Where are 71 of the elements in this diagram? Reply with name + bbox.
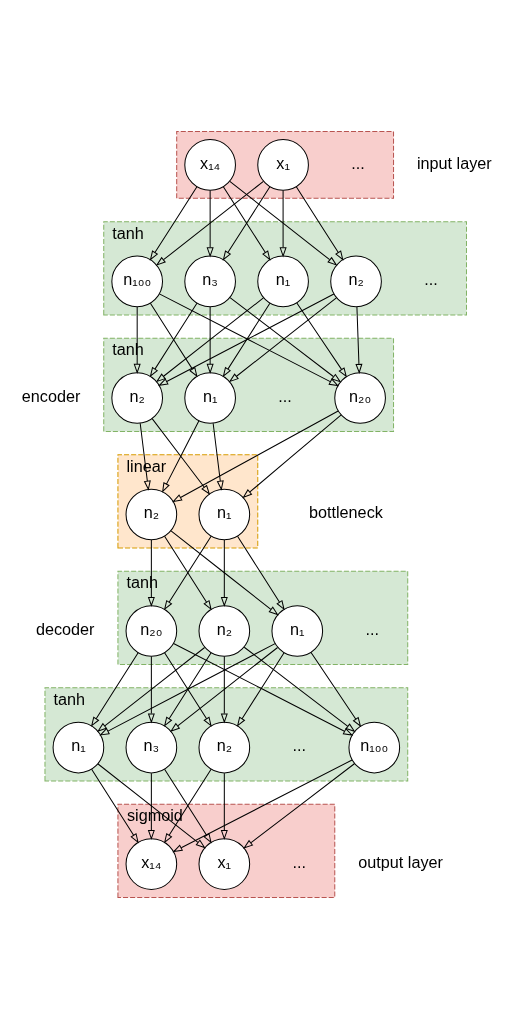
arrow <box>236 651 285 727</box>
arrow <box>279 189 287 257</box>
arrow <box>220 772 228 840</box>
arrow <box>90 651 139 727</box>
node-circle: x₁₄ <box>183 138 236 191</box>
arrow <box>170 529 279 615</box>
arrow <box>163 768 212 843</box>
arrow <box>163 651 212 727</box>
arrow <box>155 296 264 382</box>
arrow <box>295 301 347 378</box>
label: ... <box>365 619 379 638</box>
arrow <box>98 642 276 736</box>
arrow <box>161 419 199 493</box>
arrow <box>147 539 155 607</box>
label: ... <box>292 852 306 871</box>
arrow <box>151 417 210 495</box>
arrow <box>220 655 228 724</box>
arrow <box>222 302 270 377</box>
node-circle: n₁ <box>183 371 236 424</box>
label: input layer <box>416 153 492 172</box>
arrow <box>236 535 285 610</box>
label: ... <box>350 153 365 172</box>
cluster <box>175 130 394 199</box>
arrow <box>147 772 155 840</box>
node-circle: n₁₀₀ <box>347 721 400 773</box>
label: ... <box>277 386 292 405</box>
node-circle: n₂ <box>198 721 250 773</box>
node-circle: n₁ <box>52 721 104 773</box>
arrow <box>96 646 205 732</box>
arrow <box>97 763 206 848</box>
arrow <box>139 422 151 491</box>
label: decoder <box>35 619 95 638</box>
node-circle: n₂ <box>110 371 163 424</box>
label: ... <box>423 269 438 288</box>
node-circle: n₃ <box>125 721 177 773</box>
arrow <box>171 410 339 502</box>
arrow <box>295 185 343 261</box>
arrow <box>133 306 141 374</box>
arrow <box>310 651 361 727</box>
node-circle: n₃ <box>183 255 236 307</box>
arrow <box>212 422 224 491</box>
node-circle: n₁ <box>256 255 309 307</box>
arrow <box>169 646 278 732</box>
label: encoder <box>21 386 80 405</box>
arrow <box>90 768 139 843</box>
label: ... <box>292 735 306 754</box>
node-circle: n₂₀ <box>333 371 386 424</box>
arrow <box>220 539 228 607</box>
arrow <box>147 655 155 724</box>
label: bottleneck <box>308 502 383 521</box>
arrow <box>354 306 362 374</box>
node-circle: x₁ <box>256 138 309 191</box>
arrow <box>172 642 353 736</box>
node-circle: n₂₀ <box>125 604 177 657</box>
node-circle: n₂ <box>329 255 382 307</box>
arrow <box>228 180 337 266</box>
label: output layer <box>357 852 443 871</box>
node-circle: n₂ <box>198 604 250 657</box>
arrow <box>242 762 355 849</box>
node-circle: n₂ <box>125 488 177 540</box>
arrow <box>163 535 212 610</box>
arrow <box>155 180 264 266</box>
node-circle: x₁₄ <box>125 837 177 890</box>
node-circle: x₁ <box>198 837 250 890</box>
arrow <box>206 306 214 374</box>
arrow <box>149 185 197 261</box>
node-circle: n₁₀₀ <box>110 255 163 307</box>
arrow <box>243 646 355 732</box>
arrow <box>206 189 214 257</box>
arrow <box>171 758 353 852</box>
arrow <box>241 413 342 498</box>
